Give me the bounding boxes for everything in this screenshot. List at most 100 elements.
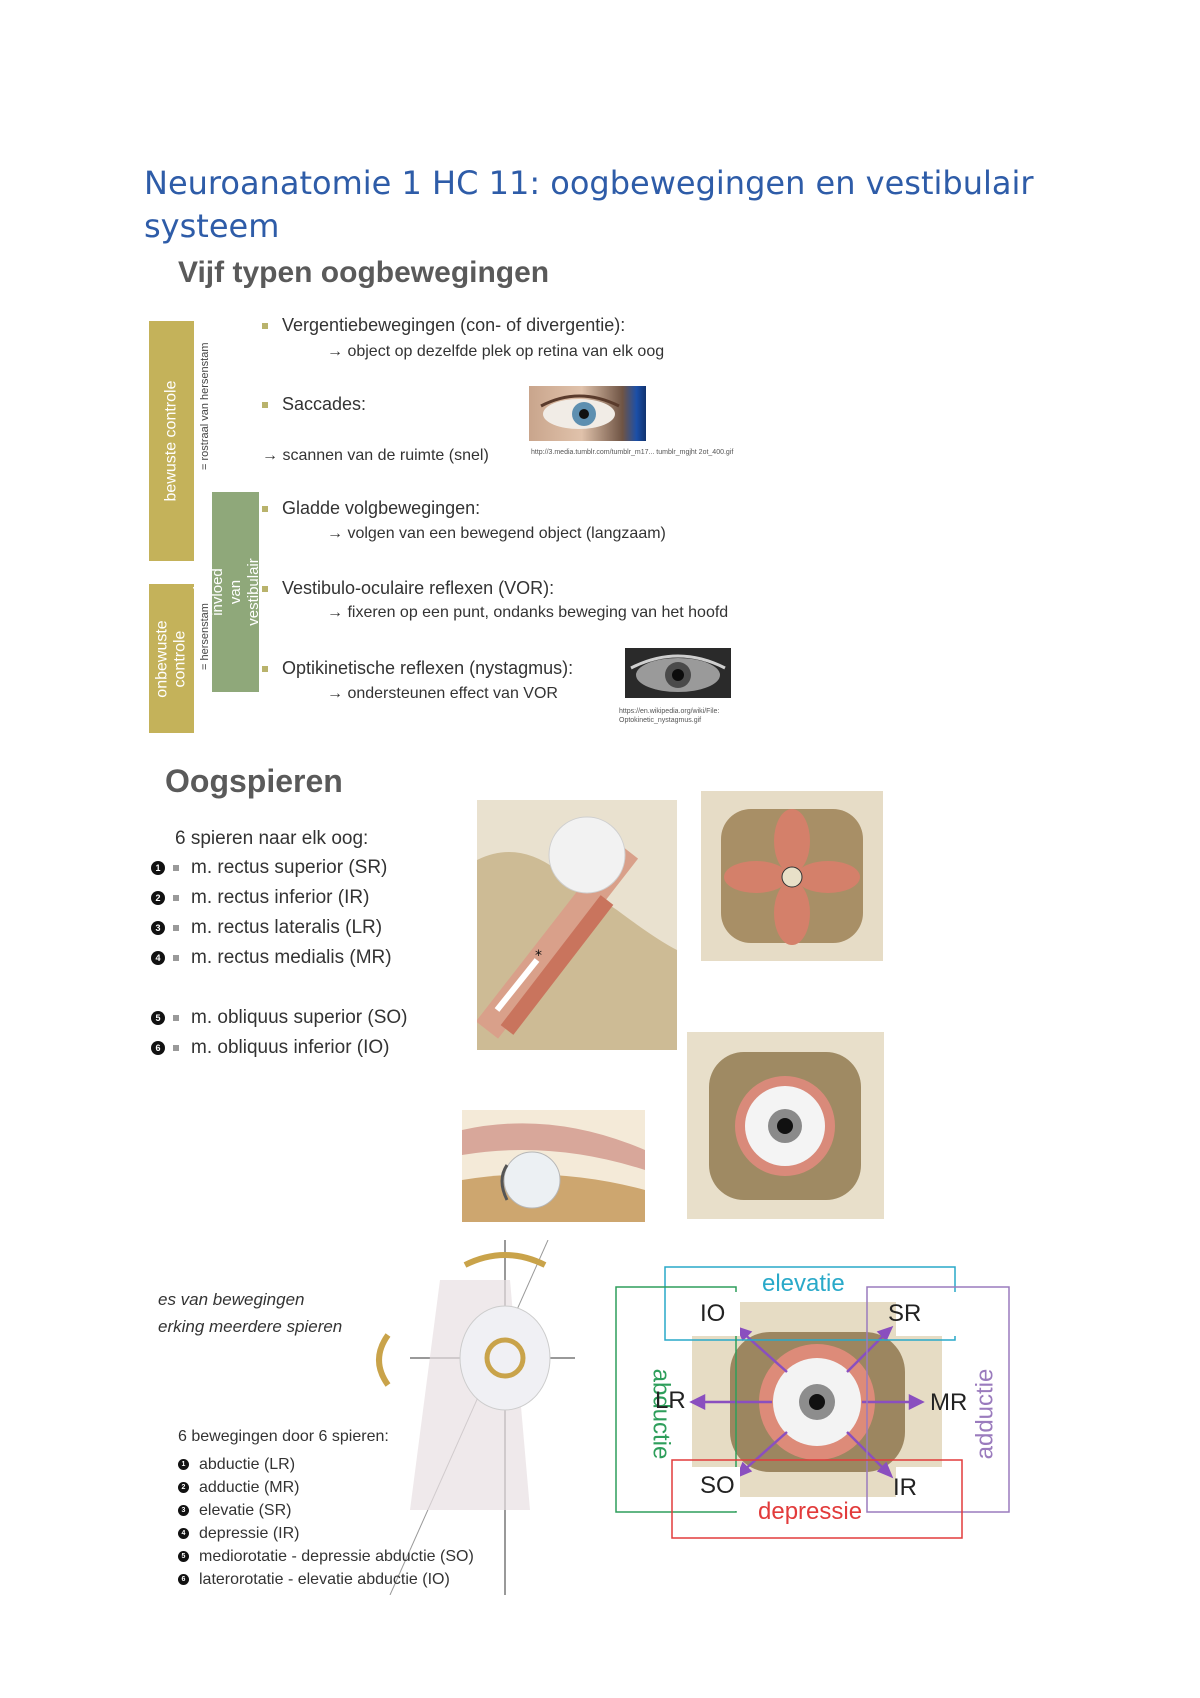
movement-item: 2 adductie (MR) [178, 1479, 299, 1497]
partial-heading-2: erking meerdere spieren [158, 1317, 343, 1336]
muscle-label: m. obliquus inferior (IO) [191, 1037, 390, 1058]
muscle-label: m. rectus lateralis (LR) [191, 917, 383, 938]
eye-sagittal-illustration [462, 1110, 645, 1222]
label-depressie: depressie [758, 1498, 863, 1525]
nystagmus-caption: https://en.wikipedia.org/wiki/File: Opto… [619, 708, 720, 724]
bullet-marker [173, 864, 179, 871]
direction-diagram [612, 1262, 1014, 1540]
orbit-front-illustration [701, 791, 883, 961]
item-vergentie-sub: → object op dezelfde plek op retina van … [327, 343, 665, 360]
movement-number: 1 [178, 1459, 189, 1471]
muscle-number: 2 [151, 890, 165, 905]
muscle-item: 5 m. obliquus superior (SO) [151, 1007, 407, 1029]
muscle-item: 6 m. obliquus inferior (IO) [151, 1037, 390, 1059]
movement-number: 6 [178, 1574, 189, 1586]
movement-item: 1 abductie (LR) [178, 1456, 295, 1474]
eye-sagittal-drawing [462, 1110, 645, 1222]
label-sr: SR [888, 1300, 922, 1327]
nystagmus-eye-photo [625, 648, 731, 698]
item-optikinetisch: Optikinetische reflexen (nystagmus): [262, 658, 573, 679]
muscle-label: m. rectus superior (SR) [191, 857, 388, 878]
item-optikinetisch-label: Optikinetische reflexen (nystagmus): [282, 658, 574, 678]
item-saccades-label: Saccades: [282, 394, 367, 414]
movement-number: 5 [178, 1551, 189, 1563]
rotation-axes-diagram [370, 1239, 580, 1596]
item-vergentie: Vergentiebewegingen (con- of divergentie… [262, 315, 625, 336]
eye-direction-drawing [615, 1266, 1010, 1539]
slide1-heading: Vijf typen oogbewegingen [178, 256, 550, 289]
label-elevatie: elevatie [762, 1270, 845, 1297]
bullet-marker [262, 402, 268, 409]
slide2-heading: Oogspieren [165, 763, 343, 799]
bullet-marker [262, 323, 268, 330]
label-lr: LR [655, 1387, 686, 1414]
bullet-marker [173, 1044, 179, 1051]
bullet-marker [173, 924, 179, 931]
document-title: Neuroanatomie 1 HC 11: oogbewegingen en … [144, 164, 1034, 245]
saccade-caption: http://3.media.tumblr.com/tumblr_m17... … [531, 449, 734, 456]
note-rostraal-hersenstam: = rostraal van hersenstam [199, 342, 211, 470]
eye-illustration [540, 394, 620, 429]
eye-illustration [630, 654, 726, 692]
bullet-marker [262, 586, 268, 593]
movement-label: adductie (MR) [199, 1479, 300, 1496]
muscle-item: 3 m. rectus lateralis (LR) [151, 917, 382, 939]
label-mr: MR [930, 1389, 968, 1416]
movement-item: 4 depressie (IR) [178, 1525, 299, 1543]
bullet-marker [173, 1014, 179, 1021]
muscle-number: 4 [151, 950, 165, 965]
muscle-number: 1 [151, 860, 165, 875]
eye-muscle-side-drawing: * [475, 800, 677, 1050]
eye-muscle-front-drawing [701, 791, 883, 961]
movement-label: abductie (LR) [199, 1456, 296, 1473]
muscle-number: 5 [151, 1010, 165, 1025]
movement-item: 3 elevatie (SR) [178, 1502, 291, 1520]
movement-number: 3 [178, 1505, 189, 1517]
muscle-number: 3 [151, 920, 165, 935]
eyeball-front-drawing [687, 1032, 884, 1219]
bullet-marker [173, 894, 179, 901]
muscle-number: 6 [151, 1040, 165, 1055]
bullet-marker [173, 954, 179, 961]
item-gladde-label: Gladde volgbewegingen: [282, 498, 481, 518]
muscle-label: m. rectus inferior (IR) [191, 887, 370, 908]
label-adductie: adductie [971, 1368, 999, 1460]
note-hersenstam: = hersenstam [199, 603, 211, 670]
sidebar-vestibulair: onder invloed van vestibulair systeem [191, 492, 280, 692]
movements-intro: 6 bewegingen door 6 spieren: [178, 1428, 389, 1445]
muscle-item: 2 m. rectus inferior (IR) [151, 887, 369, 909]
eye-front-illustration [687, 1032, 884, 1219]
sidebar-onbewuste-controle-label: onbewuste controle [153, 619, 189, 698]
muscle-label: m. rectus medialis (MR) [191, 947, 392, 968]
item-vor-label: Vestibulo-oculaire reflexen (VOR): [282, 578, 555, 598]
saccade-eye-photo [529, 386, 646, 441]
muscles-intro: 6 spieren naar elk oog: [175, 828, 369, 849]
eye-axes-drawing [376, 1239, 575, 1596]
movement-label: elevatie (SR) [199, 1502, 292, 1519]
item-vor: Vestibulo-oculaire reflexen (VOR): [262, 578, 554, 599]
movement-item: 5 mediorotatie - depressie abductie (SO) [178, 1548, 474, 1566]
movement-label: laterorotatie - elevatie abductie (IO) [199, 1571, 450, 1588]
orbit-side-illustration: * [475, 800, 677, 1050]
sidebar-bewuste-controle-label: bewuste controle [162, 380, 180, 502]
item-saccades: Saccades: [262, 394, 366, 415]
muscle-item: 1 m. rectus superior (SR) [151, 857, 387, 879]
movement-number: 4 [178, 1528, 189, 1540]
item-gladde-sub: → volgen van een bewegend object (langza… [327, 525, 666, 542]
movement-number: 2 [178, 1482, 189, 1494]
svg-text:*: * [535, 948, 542, 964]
sidebar-onbewuste-controle: onbewuste controle [149, 584, 194, 733]
item-vergentie-label: Vergentiebewegingen (con- of divergentie… [282, 315, 626, 335]
item-saccades-sub: → scannen van de ruimte (snel) [262, 447, 489, 464]
movement-label: mediorotatie - depressie abductie (SO) [199, 1548, 474, 1565]
movement-label: depressie (IR) [199, 1525, 300, 1542]
bullet-marker [262, 666, 268, 673]
label-ir: IR [893, 1474, 917, 1501]
partial-heading-1: es van bewegingen [158, 1290, 305, 1309]
muscle-item: 4 m. rectus medialis (MR) [151, 947, 392, 969]
item-vor-sub: → fixeren op een punt, ondanks beweging … [327, 604, 729, 621]
bullet-marker [262, 506, 268, 513]
muscle-label: m. obliquus superior (SO) [191, 1007, 408, 1028]
item-optikinetisch-sub: → ondersteunen effect van VOR [327, 685, 558, 702]
label-io: IO [700, 1300, 726, 1327]
